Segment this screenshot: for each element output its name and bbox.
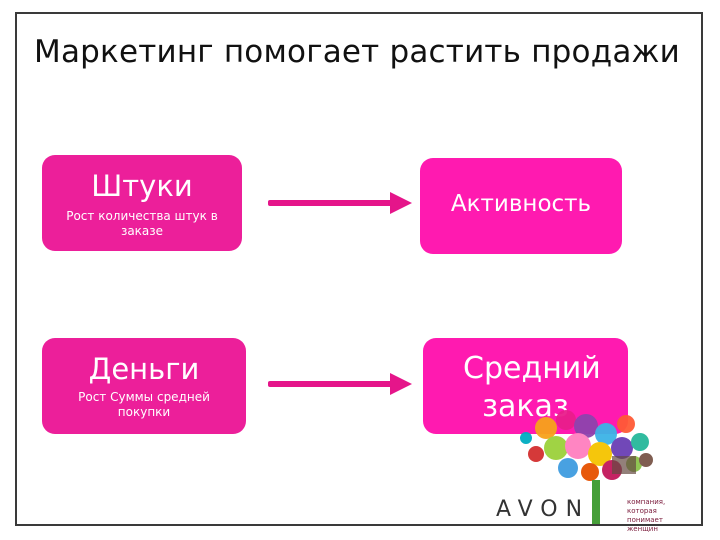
box-avg-order-heading: Средний заказ bbox=[463, 351, 601, 424]
arrow-bottom-head bbox=[390, 373, 412, 395]
box-money-subtext: Рост Суммы средней покупки bbox=[78, 390, 210, 419]
box-units-subtext: Рост количества штук в заказе bbox=[66, 209, 218, 238]
box-units-heading: Штуки bbox=[91, 169, 193, 203]
arrow-top bbox=[268, 192, 412, 214]
avon-logo: AVON bbox=[496, 497, 591, 522]
arrow-bottom bbox=[268, 373, 412, 395]
box-avg-order: Средний заказ bbox=[423, 338, 628, 434]
arrow-top-head bbox=[390, 192, 412, 214]
arrow-bottom-shaft bbox=[268, 381, 394, 387]
avon-slogan: компания, которая понимает женщин bbox=[627, 498, 666, 533]
arrow-top-shaft bbox=[268, 200, 394, 206]
box-money: Деньги Рост Суммы средней покупки bbox=[42, 338, 246, 434]
box-activity: Активность bbox=[420, 158, 622, 254]
box-units: Штуки Рост количества штук в заказе bbox=[42, 155, 242, 251]
box-money-heading: Деньги bbox=[88, 352, 200, 386]
slide-title: Маркетинг помогает растить продажи bbox=[34, 34, 681, 70]
tree-logo-icon bbox=[520, 410, 653, 524]
box-activity-heading: Активность bbox=[450, 191, 592, 217]
